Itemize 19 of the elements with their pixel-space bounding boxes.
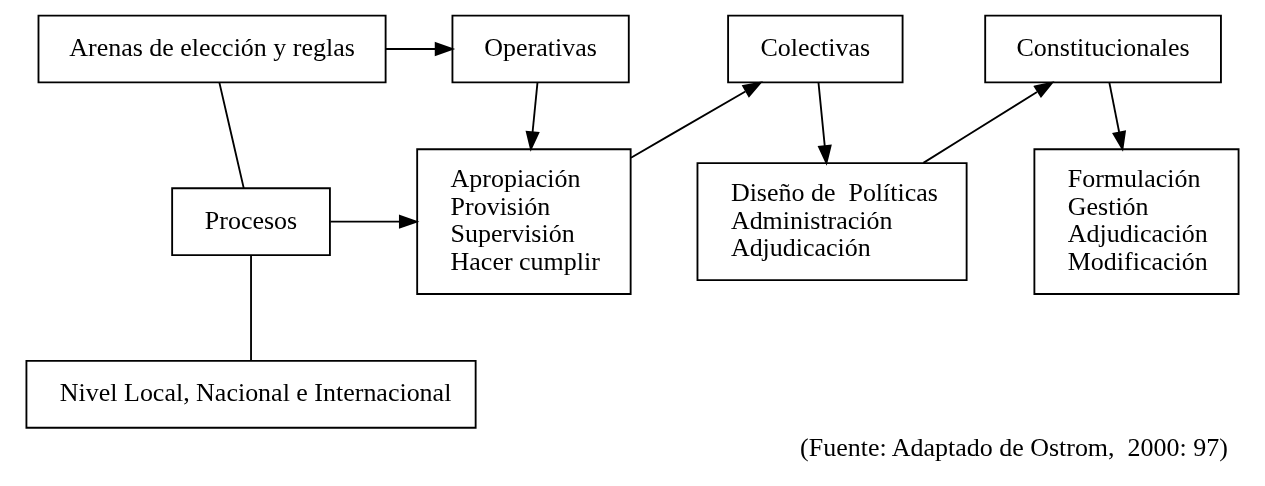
arrow	[817, 81, 832, 166]
node-box: Diseño de Políticas Administración Adjudicación	[696, 162, 968, 282]
node-box: Operativas	[451, 14, 630, 84]
arrow	[385, 41, 456, 57]
node-box: Nivel Local, Nacional e Internacional	[25, 359, 477, 429]
connector	[218, 81, 245, 190]
caption: (Fuente: Adaptado de Ostrom, 2000: 97)	[800, 432, 1228, 462]
node-box: Apropiación Provisión Supervisión Hacer cumplir	[416, 148, 632, 295]
node-box: Colectivas	[727, 14, 904, 84]
arrow	[922, 81, 1055, 164]
arrow	[329, 214, 420, 229]
node-box: Procesos	[171, 187, 331, 256]
arrow	[1108, 81, 1127, 152]
connector	[250, 254, 252, 362]
node-box: Formulación Gestión Adjudicación Modificación	[1033, 148, 1240, 295]
node-box: Constitucionales	[984, 14, 1222, 84]
node-box: Arenas de elección y reglas	[37, 14, 387, 84]
arrow	[525, 81, 540, 152]
arrow	[630, 81, 763, 159]
